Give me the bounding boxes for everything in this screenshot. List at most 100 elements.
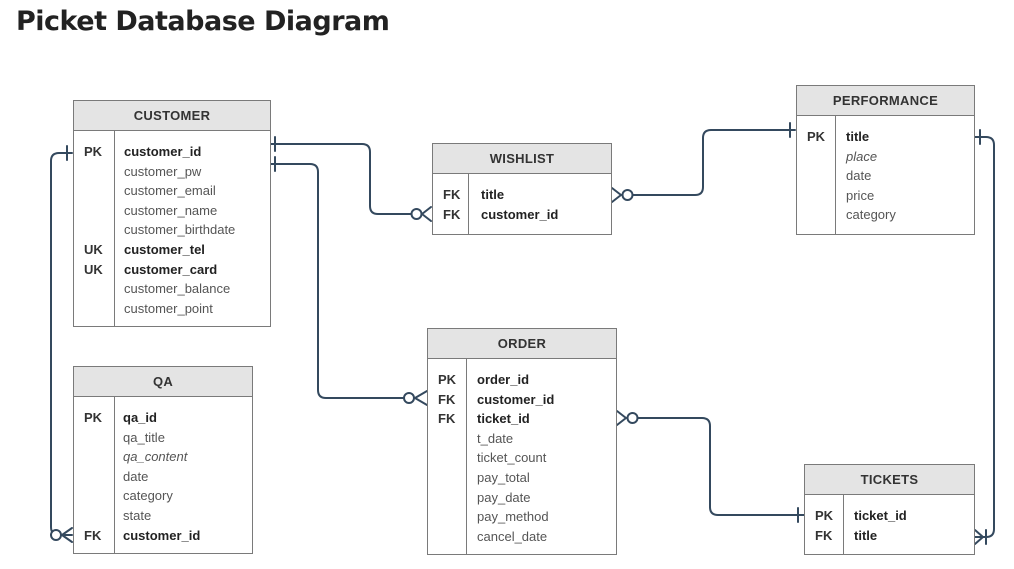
attribute-row: category: [74, 487, 252, 507]
attribute-row: cancel_date: [428, 528, 616, 548]
attribute-row: FK customer_id: [74, 527, 252, 547]
rel-performance-wishlist: [611, 122, 796, 203]
attribute-row: FK title: [805, 527, 974, 547]
attribute-name: ticket_id: [854, 508, 907, 523]
attribute-row: customer_email: [74, 182, 270, 202]
attribute-name: customer_name: [124, 202, 218, 218]
attribute-row: t_date: [428, 430, 616, 450]
attribute-row: pay_total: [428, 469, 616, 489]
attribute-name: customer_id: [123, 527, 201, 543]
attribute-row: qa_content: [74, 448, 252, 468]
attribute-row: pay_date: [428, 489, 616, 509]
key-marker: PK: [438, 372, 457, 387]
key-marker: FK: [438, 391, 456, 407]
attribute-name: title: [854, 527, 878, 543]
attribute-row: state: [74, 507, 252, 527]
attribute-name: customer_tel: [124, 241, 205, 257]
attribute-row: PK order_id: [428, 371, 616, 391]
attribute-name: title: [846, 129, 870, 144]
rel-performance-tickets: [974, 129, 995, 545]
attribute-name: customer_pw: [124, 163, 202, 179]
key-marker: FK: [815, 527, 833, 543]
key-marker: FK: [443, 206, 461, 222]
attribute-name: qa_id: [123, 410, 157, 425]
page-title: Picket Database Diagram: [16, 6, 390, 37]
key-marker: FK: [443, 187, 461, 202]
attribute-name: customer_id: [481, 206, 559, 222]
attribute-row: customer_balance: [74, 280, 270, 300]
attribute-name: pay_date: [477, 489, 531, 505]
key-marker: PK: [84, 144, 103, 159]
entity-performance-title: PERFORMANCE: [797, 86, 974, 116]
attribute-name: qa_title: [123, 429, 165, 445]
attribute-row: customer_pw: [74, 163, 270, 183]
rel-customer-order: [270, 156, 428, 406]
rel-customer-qa: [50, 145, 73, 543]
attribute-row: pay_method: [428, 508, 616, 528]
attribute-row: FK ticket_id: [428, 410, 616, 430]
attribute-row: PK qa_id: [74, 409, 252, 429]
entity-order-title: ORDER: [428, 329, 616, 359]
attribute-row: UK customer_tel: [74, 241, 270, 261]
attribute-name: category: [123, 488, 173, 504]
attribute-name: customer_email: [124, 183, 216, 199]
rel-customer-wishlist: [270, 136, 432, 222]
attribute-name: place: [846, 148, 878, 164]
attribute-name: category: [846, 207, 896, 223]
key-marker: PK: [807, 129, 826, 144]
key-marker: FK: [84, 527, 102, 543]
attribute-name: state: [123, 507, 152, 523]
attribute-name: pay_method: [477, 509, 549, 525]
attribute-name: t_date: [477, 430, 514, 446]
entity-wishlist-title: WISHLIST: [433, 144, 611, 174]
attribute-row: price: [797, 187, 974, 207]
key-marker: FK: [438, 411, 456, 427]
key-marker: PK: [84, 410, 103, 425]
attribute-name: ticket_id: [477, 411, 530, 427]
entity-customer-title: CUSTOMER: [74, 101, 270, 131]
attribute-row: ticket_count: [428, 449, 616, 469]
attribute-row: customer_point: [74, 300, 270, 320]
attribute-name: pay_total: [477, 469, 530, 485]
entity-tickets-title: TICKETS: [805, 465, 974, 495]
attribute-row: qa_title: [74, 429, 252, 449]
attribute-name: customer_card: [124, 261, 218, 277]
attribute-row: customer_birthdate: [74, 221, 270, 241]
rel-tickets-order: [616, 410, 805, 523]
key-marker: UK: [84, 241, 103, 257]
attribute-row: FK customer_id: [433, 206, 611, 226]
attribute-row: category: [797, 206, 974, 226]
attribute-row: PK title: [797, 128, 974, 148]
attribute-name: order_id: [477, 372, 530, 387]
attribute-name: cancel_date: [477, 528, 548, 544]
attribute-name: price: [846, 187, 875, 203]
entity-qa-title: QA: [74, 367, 252, 397]
attribute-row: date: [74, 468, 252, 488]
attribute-name: customer_birthdate: [124, 222, 236, 238]
attribute-name: customer_id: [124, 144, 202, 159]
attribute-row: PK customer_id: [74, 143, 270, 163]
